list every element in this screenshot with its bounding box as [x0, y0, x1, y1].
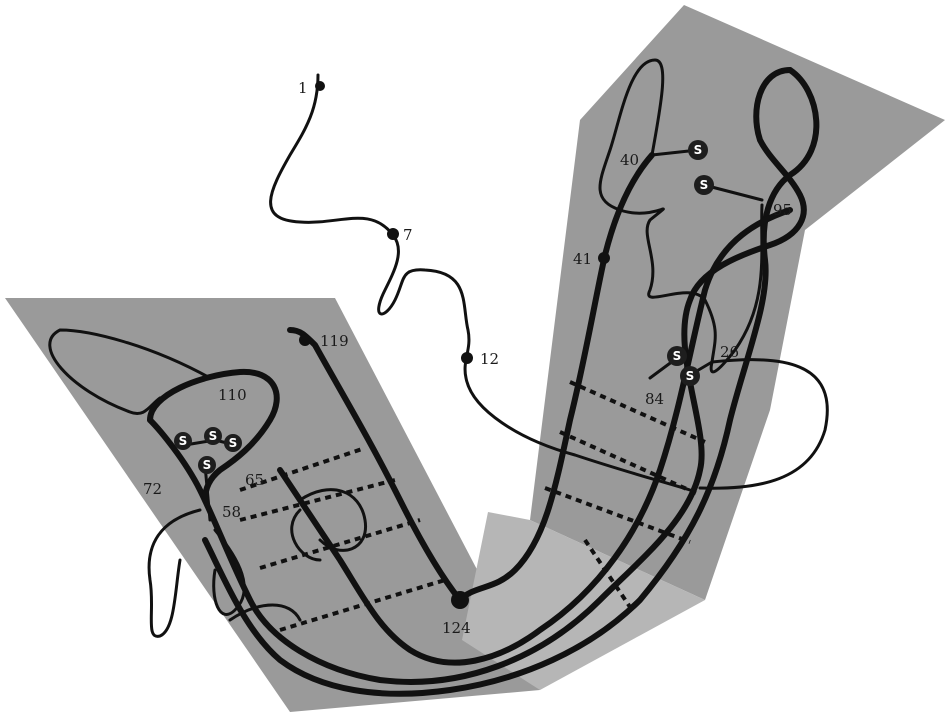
- sulfur-atom: S: [174, 432, 192, 450]
- sulfur-label: S: [203, 458, 212, 472]
- sulfur-label: S: [673, 349, 682, 363]
- sulfur-label: S: [694, 143, 703, 157]
- residue-label-110: 110: [218, 386, 247, 404]
- sulfur-label: S: [179, 434, 188, 448]
- residue-124-marker: [451, 591, 469, 609]
- residue-label-41: 41: [573, 250, 592, 268]
- residue-1-marker: [315, 81, 325, 91]
- residue-label-40: 40: [620, 151, 639, 169]
- sulfur-atom: S: [694, 175, 714, 195]
- residue-label-26: 26: [720, 343, 739, 361]
- sulfur-atom: S: [198, 456, 216, 474]
- residue-label-119: 119: [320, 332, 349, 350]
- residue-label-84: 84: [645, 390, 664, 408]
- residue-label-58: 58: [222, 503, 241, 521]
- residue-label-95: 95: [773, 201, 792, 219]
- residue-label-65: 65: [245, 471, 264, 489]
- residue-label-124: 124: [442, 619, 471, 637]
- residue-label-1: 1: [298, 79, 308, 97]
- residue-119-marker: [299, 334, 311, 346]
- residue-41-marker: [598, 252, 610, 264]
- sulfur-label: S: [686, 369, 695, 383]
- residue-7-marker: [387, 228, 399, 240]
- sulfur-label: S: [209, 429, 218, 443]
- sulfur-atom: S: [204, 427, 222, 445]
- sulfur-atom: S: [224, 434, 242, 452]
- residue-label-7: 7: [403, 226, 413, 244]
- residue-label-72: 72: [143, 480, 162, 498]
- residue-12-marker: [461, 352, 473, 364]
- beta-sheet-planes: [5, 5, 945, 712]
- residue-label-12: 12: [480, 350, 499, 368]
- sulfur-label: S: [229, 436, 238, 450]
- sulfur-label: S: [700, 178, 709, 192]
- sulfur-atom: S: [680, 366, 700, 386]
- sulfur-atom: S: [688, 140, 708, 160]
- sulfur-atom: S: [667, 346, 687, 366]
